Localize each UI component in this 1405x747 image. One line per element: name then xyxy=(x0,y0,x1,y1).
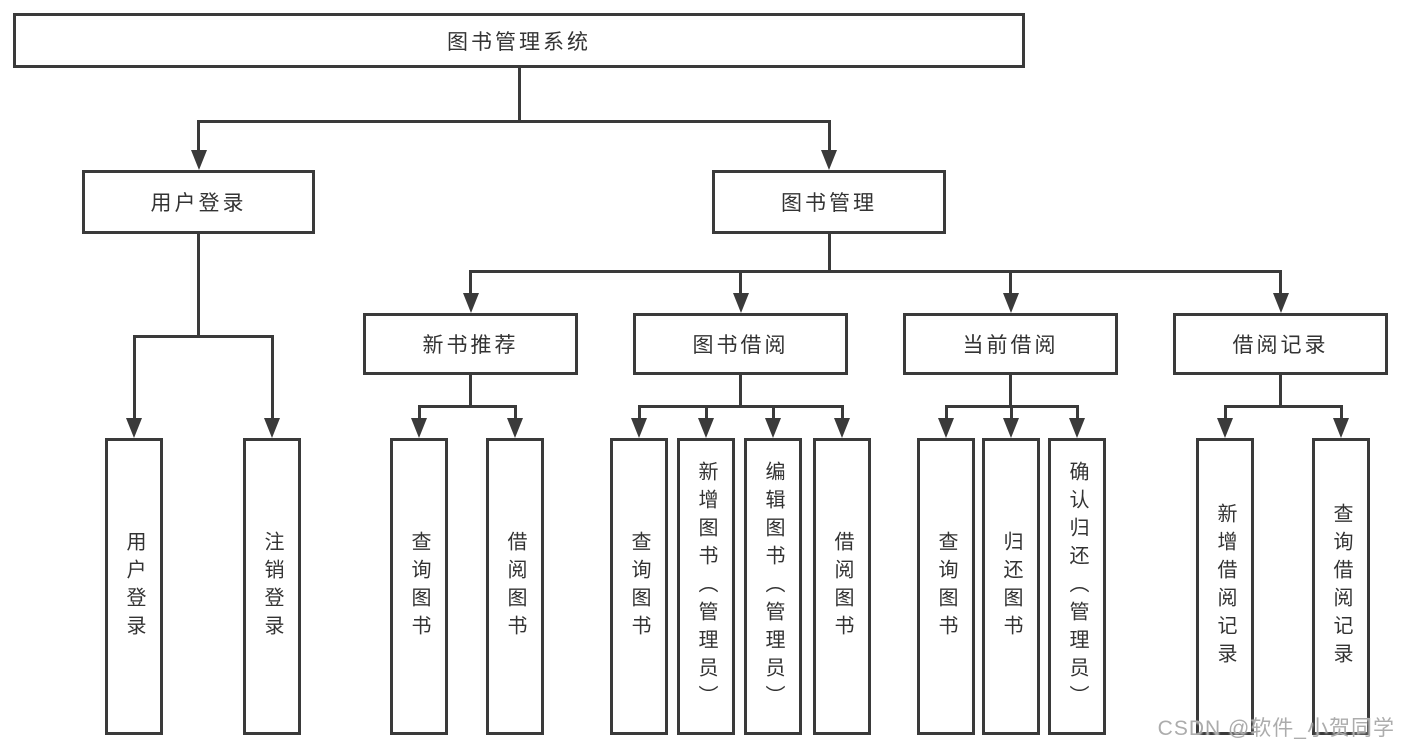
arrow-down-icon xyxy=(190,150,207,170)
node-label: 图书管理系统 xyxy=(447,30,591,54)
connector-branch xyxy=(1075,405,1079,420)
leaf-edit-book-admin: 编辑图书（管理员） xyxy=(744,438,802,735)
node-library-management-system: 图书管理系统 xyxy=(13,13,1025,68)
connector-splitter xyxy=(637,405,844,408)
node-label: 归还图书 xyxy=(1000,530,1022,643)
connector-branch xyxy=(944,405,948,420)
connector-branch xyxy=(197,120,200,152)
connector-branch xyxy=(1279,270,1282,295)
connector-branch xyxy=(1009,405,1013,420)
leaf-borrow-books-borrowing: 借阅图书 xyxy=(813,438,871,735)
csdn-watermark: CSDN @软件_小贺同学 xyxy=(1157,717,1395,740)
node-user-login: 用户登录 xyxy=(82,170,315,234)
node-label: 查询图书 xyxy=(628,530,650,643)
connector-branch xyxy=(637,405,641,420)
node-label: 查询图书 xyxy=(408,530,430,643)
connector-splitter xyxy=(469,270,1282,273)
node-label: 新书推荐 xyxy=(422,334,519,357)
arrow-down-icon xyxy=(126,418,142,438)
node-label: 查询图书 xyxy=(935,530,957,643)
connector-splitter xyxy=(417,405,517,408)
connector-trunk xyxy=(469,375,472,408)
connector-branch xyxy=(827,120,831,152)
arrow-down-icon xyxy=(834,418,850,438)
leaf-confirm-return-admin: 确认归还（管理员） xyxy=(1048,438,1106,735)
node-label: 用户登录 xyxy=(150,192,247,215)
node-book-borrowing: 图书借阅 xyxy=(633,313,848,375)
connector-trunk xyxy=(1009,375,1012,408)
node-label: 图书管理 xyxy=(781,192,877,215)
connector-branch xyxy=(739,270,742,295)
connector-trunk xyxy=(1279,375,1282,408)
arrow-down-icon xyxy=(1003,418,1019,438)
arrow-down-icon xyxy=(1272,293,1289,313)
arrow-down-icon xyxy=(732,293,749,313)
leaf-query-books-recommend: 查询图书 xyxy=(390,438,448,735)
connector-splitter xyxy=(197,120,831,123)
connector-branch xyxy=(1009,270,1012,295)
leaf-return-books: 归还图书 xyxy=(982,438,1040,735)
node-label: 借阅记录 xyxy=(1232,334,1329,357)
leaf-query-borrow-record: 查询借阅记录 xyxy=(1312,438,1370,735)
arrow-down-icon xyxy=(264,418,280,438)
node-label: 编辑图书（管理员） xyxy=(762,460,784,713)
arrow-down-icon xyxy=(1069,418,1085,438)
leaf-query-books-current: 查询图书 xyxy=(917,438,975,735)
node-borrowing-records: 借阅记录 xyxy=(1173,313,1388,375)
arrow-down-icon xyxy=(698,418,714,438)
connector-trunk xyxy=(739,375,742,408)
node-label: 图书借阅 xyxy=(692,334,789,357)
connector-trunk xyxy=(517,68,521,123)
connector-branch xyxy=(513,405,517,420)
connector-trunk xyxy=(827,234,831,273)
node-label: 当前借阅 xyxy=(962,334,1059,357)
arrow-down-icon xyxy=(765,418,781,438)
connector-branch xyxy=(771,405,775,420)
node-label: 注销登录 xyxy=(261,530,283,643)
connector-branch xyxy=(840,405,844,420)
node-new-book-recommendation: 新书推荐 xyxy=(363,313,578,375)
arrow-down-icon xyxy=(1333,418,1349,438)
arrow-down-icon xyxy=(1217,418,1233,438)
arrow-down-icon xyxy=(507,418,523,438)
connector-branch xyxy=(132,335,136,420)
node-label: 借阅图书 xyxy=(504,530,526,643)
connector-trunk xyxy=(197,234,200,338)
connector-branch xyxy=(1223,405,1227,420)
connector-branch xyxy=(1339,405,1343,420)
arrow-down-icon xyxy=(821,150,837,170)
arrow-down-icon xyxy=(411,418,427,438)
node-label: 查询借阅记录 xyxy=(1330,502,1352,671)
arrow-down-icon xyxy=(1002,293,1019,313)
arrow-down-icon xyxy=(631,418,647,438)
leaf-add-borrow-record: 新增借阅记录 xyxy=(1196,438,1254,735)
node-label: 新增图书（管理员） xyxy=(695,460,717,713)
node-book-management: 图书管理 xyxy=(712,170,946,234)
node-label: 新增借阅记录 xyxy=(1214,502,1236,671)
node-label: 用户登录 xyxy=(123,530,145,643)
leaf-user-login: 用户登录 xyxy=(105,438,163,735)
leaf-borrow-books-recommend: 借阅图书 xyxy=(486,438,544,735)
connector-branch xyxy=(270,335,274,420)
leaf-logout: 注销登录 xyxy=(243,438,301,735)
leaf-query-books-borrowing: 查询图书 xyxy=(610,438,668,735)
node-current-borrowing: 当前借阅 xyxy=(903,313,1118,375)
leaf-add-book-admin: 新增图书（管理员） xyxy=(677,438,735,735)
arrow-down-icon xyxy=(938,418,954,438)
connector-splitter xyxy=(1223,405,1343,408)
node-label: 借阅图书 xyxy=(831,530,853,643)
connector-branch xyxy=(417,405,421,420)
connector-splitter xyxy=(132,335,274,338)
connector-branch xyxy=(469,270,472,295)
connector-branch xyxy=(704,405,708,420)
node-label: 确认归还（管理员） xyxy=(1066,460,1088,713)
arrow-down-icon xyxy=(462,293,479,313)
